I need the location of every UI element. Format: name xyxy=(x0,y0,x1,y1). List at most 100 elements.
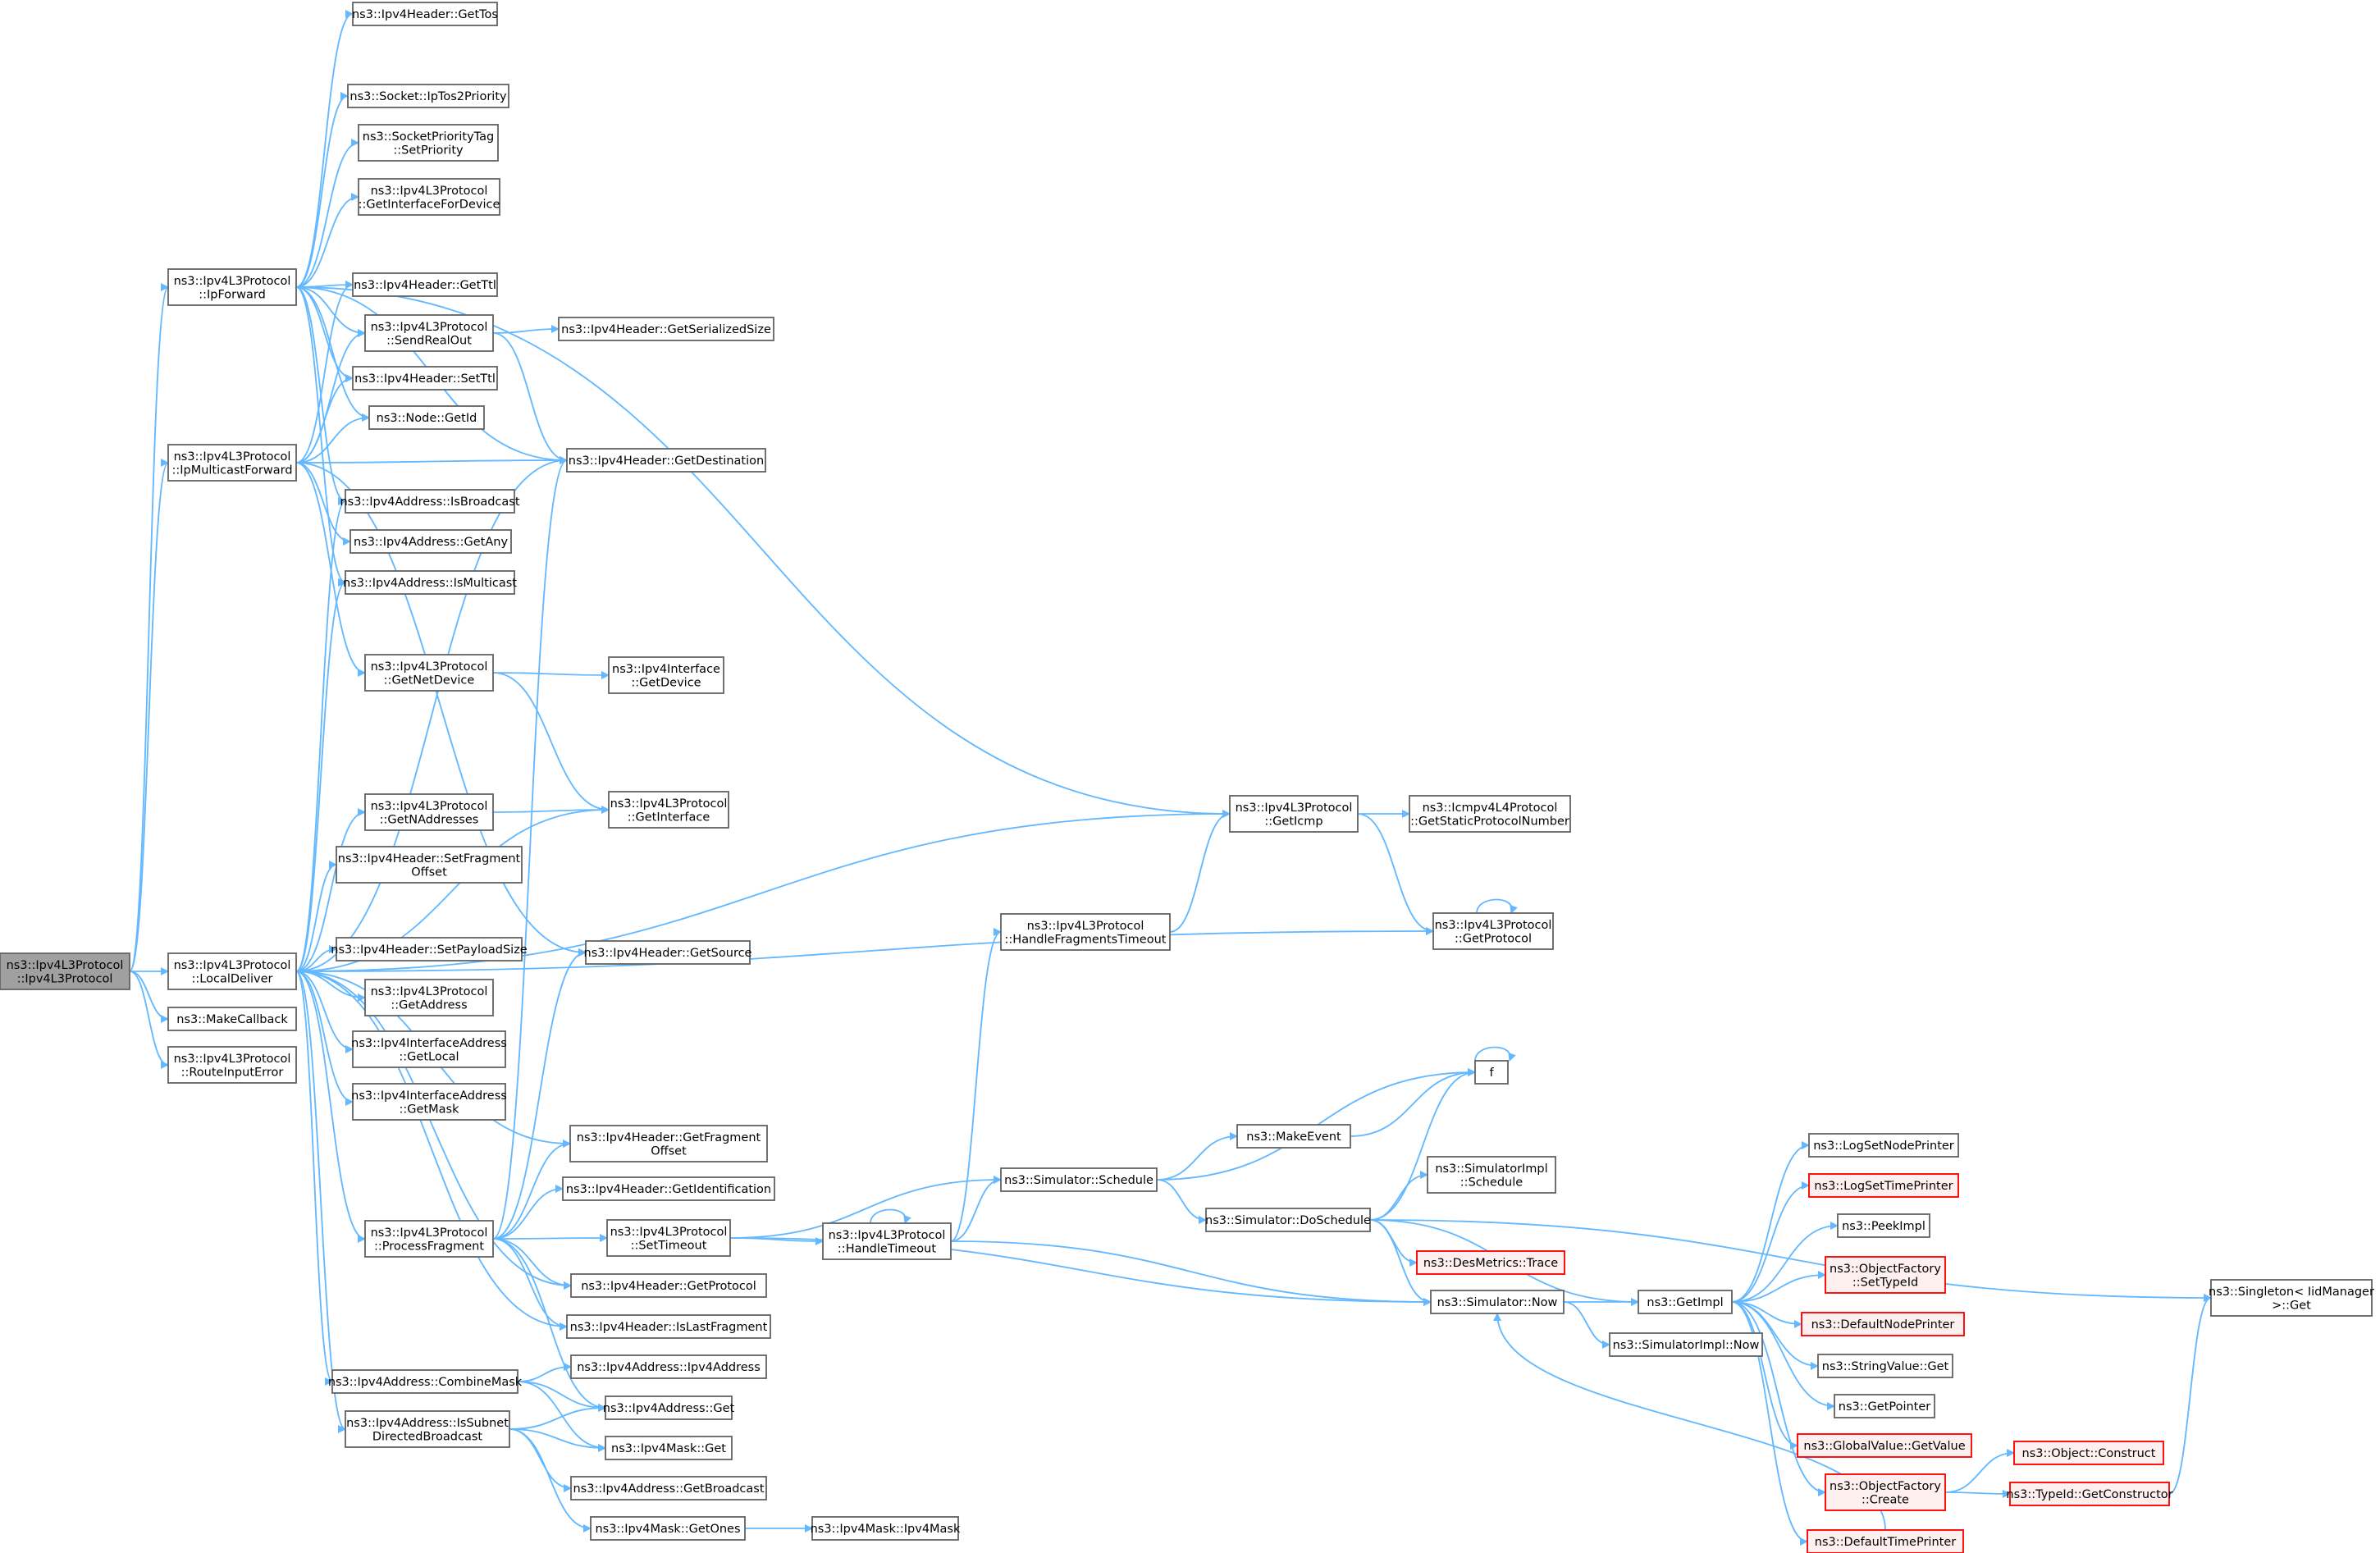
node-label: ns3::Ipv4Header::GetSerializedSize xyxy=(561,323,771,336)
node-getifdev[interactable]: ns3::Ipv4L3Protocol::GetInterfaceForDevi… xyxy=(358,178,500,216)
edge-getimpl-to-logtime xyxy=(1731,1181,1810,1303)
node-logtime[interactable]: ns3::LogSetTimePrinter xyxy=(1808,1173,1959,1198)
edge-localdeliver-to-ismulticast xyxy=(295,578,346,972)
node-root[interactable]: ns3::Ipv4L3Protocol::Ipv4L3Protocol xyxy=(0,952,130,990)
node-getmask[interactable]: ns3::Ipv4InterfaceAddress::GetMask xyxy=(351,1083,507,1121)
node-label: ns3::Ipv4Address::GetBroadcast xyxy=(573,1482,764,1496)
node-getpointer[interactable]: ns3::GetPointer xyxy=(1834,1394,1935,1418)
node-ofcreate[interactable]: ns3::ObjectFactory::Create xyxy=(1825,1473,1946,1511)
edge-sendrealout-to-getdest xyxy=(492,332,568,464)
edge-f-self-loop xyxy=(1474,1046,1516,1062)
node-processfrag[interactable]: ns3::Ipv4L3Protocol::ProcessFragment xyxy=(364,1220,494,1258)
node-deftime[interactable]: ns3::DefaultTimePrinter xyxy=(1807,1529,1964,1553)
node-label: Offset xyxy=(411,866,447,879)
node-getones[interactable]: ns3::Ipv4Mask::GetOnes xyxy=(590,1516,746,1541)
node-box xyxy=(1638,1290,1733,1314)
node-getany[interactable]: ns3::Ipv4Address::GetAny xyxy=(349,529,512,554)
node-box xyxy=(352,1083,506,1121)
node-ismulticast[interactable]: ns3::Ipv4Address::IsMulticast xyxy=(343,570,517,595)
node-getdest[interactable]: ns3::Ipv4Header::GetDestination xyxy=(566,448,766,473)
edge-combinemask-to-ipv4addrctor xyxy=(517,1363,572,1382)
node-nodegetid[interactable]: ns3::Node::GetId xyxy=(368,405,485,430)
node-isbroadcast[interactable]: ns3::Ipv4Address::IsBroadcast xyxy=(340,489,520,514)
node-label: ::GetDevice xyxy=(631,676,701,689)
node-setttl[interactable]: ns3::Ipv4Header::SetTtl xyxy=(352,366,498,391)
node-now[interactable]: ns3::Simulator::Now xyxy=(1430,1290,1565,1314)
node-handlefragto[interactable]: ns3::Ipv4L3Protocol::HandleFragmentsTime… xyxy=(1000,913,1171,951)
node-ifgetdevice[interactable]: ns3::Ipv4Interface::GetDevice xyxy=(608,656,724,694)
node-makeevent[interactable]: ns3::MakeEvent xyxy=(1236,1124,1351,1149)
node-label: ns3::Ipv4Header::GetSource xyxy=(584,947,752,960)
node-routeinputerror[interactable]: ns3::Ipv4L3Protocol::RouteInputError xyxy=(167,1046,297,1084)
node-getimpl[interactable]: ns3::GetImpl xyxy=(1638,1290,1733,1314)
node-ipv4maskget[interactable]: ns3::Ipv4Mask::Get xyxy=(605,1436,733,1460)
node-ipv4addrctor[interactable]: ns3::Ipv4Address::Ipv4Address xyxy=(570,1354,767,1379)
node-getbroadcast[interactable]: ns3::Ipv4Address::GetBroadcast xyxy=(570,1476,767,1500)
edge-layer xyxy=(129,10,2212,1546)
node-lognode[interactable]: ns3::LogSetNodePrinter xyxy=(1808,1133,1959,1158)
node-getident[interactable]: ns3::Ipv4Header::GetIdentification xyxy=(562,1176,775,1201)
node-f[interactable]: f xyxy=(1474,1060,1509,1085)
node-schedule[interactable]: ns3::Simulator::Schedule xyxy=(1000,1167,1158,1192)
edge-root-to-routeinputerror xyxy=(129,971,169,1069)
node-defnode[interactable]: ns3::DefaultNodePrinter xyxy=(1801,1312,1965,1336)
node-getlocal[interactable]: ns3::Ipv4InterfaceAddress::GetLocal xyxy=(351,1030,507,1068)
node-singleton[interactable]: ns3::Singleton< IidManager>::Get xyxy=(2209,1279,2374,1317)
node-label: ::GetNetDevice xyxy=(384,674,475,687)
node-setpriority[interactable]: ns3::SocketPriorityTag::SetPriority xyxy=(358,124,499,162)
node-doschedule[interactable]: ns3::Simulator::DoSchedule xyxy=(1205,1208,1371,1232)
node-getsource[interactable]: ns3::Ipv4Header::GetSource xyxy=(584,940,752,965)
node-getttl[interactable]: ns3::Ipv4Header::GetTtl xyxy=(352,272,498,297)
node-peekimpl[interactable]: ns3::PeekImpl xyxy=(1837,1213,1930,1238)
node-handletimeout[interactable]: ns3::Ipv4L3Protocol::HandleTimeout xyxy=(822,1222,952,1260)
node-setpayload[interactable]: ns3::Ipv4Header::SetPayloadSize xyxy=(331,937,528,961)
node-iptos[interactable]: ns3::Socket::IpTos2Priority xyxy=(347,84,509,108)
node-ipforward[interactable]: ns3::Ipv4L3Protocol::IpForward xyxy=(167,268,297,306)
node-geticmp[interactable]: ns3::Ipv4L3Protocol::GetIcmp xyxy=(1229,795,1359,833)
node-settypeid[interactable]: ns3::ObjectFactory::SetTypeId xyxy=(1825,1256,1946,1294)
node-combinemask[interactable]: ns3::Ipv4Address::CombineMask xyxy=(328,1369,523,1394)
node-makecallback[interactable]: ns3::MakeCallback xyxy=(167,1007,297,1031)
edge-ipmcast-to-setttl xyxy=(295,374,354,464)
node-gettos[interactable]: ns3::Ipv4Header::GetTos xyxy=(352,2,498,26)
node-getnetdevice[interactable]: ns3::Ipv4L3Protocol::GetNetDevice xyxy=(364,654,494,692)
node-issubnet[interactable]: ns3::Ipv4Address::IsSubnetDirectedBroadc… xyxy=(345,1410,510,1448)
node-label: ns3::Ipv4Address::IsSubnet xyxy=(346,1417,509,1430)
node-islastfrag[interactable]: ns3::Ipv4Header::IsLastFragment xyxy=(566,1314,771,1339)
node-getprotocol[interactable]: ns3::Ipv4L3Protocol::GetProtocol xyxy=(1432,912,1554,950)
node-desmetrics[interactable]: ns3::DesMetrics::Trace xyxy=(1416,1250,1565,1275)
node-label: ns3::Ipv4L3Protocol xyxy=(371,800,488,813)
node-getprotocolhdr[interactable]: ns3::Ipv4Header::GetProtocol xyxy=(570,1273,767,1298)
node-label: ns3::Ipv4L3Protocol xyxy=(610,797,728,811)
node-getinterface[interactable]: ns3::Ipv4L3Protocol::GetInterface xyxy=(608,791,729,829)
node-localdeliver[interactable]: ns3::Ipv4L3Protocol::LocalDeliver xyxy=(167,952,297,990)
node-maskctor[interactable]: ns3::Ipv4Mask::Ipv4Mask xyxy=(811,1516,961,1541)
edge-doschedule-to-f xyxy=(1369,1068,1476,1221)
node-sendrealout[interactable]: ns3::Ipv4L3Protocol::SendRealOut xyxy=(364,314,494,352)
node-ipmcast[interactable]: ns3::Ipv4L3Protocol::IpMulticastForward xyxy=(167,444,297,482)
node-getserialized[interactable]: ns3::Ipv4Header::GetSerializedSize xyxy=(558,317,774,341)
node-label: ns3::Node::GetId xyxy=(377,412,477,425)
node-construct[interactable]: ns3::Object::Construct xyxy=(2013,1441,2164,1465)
node-label: ns3::Ipv4L3Protocol xyxy=(371,185,488,198)
edge-getctor-to-singleton xyxy=(2168,1294,2212,1495)
node-implnow[interactable]: ns3::SimulatorImpl::Now xyxy=(1609,1332,1763,1357)
node-label: ns3::Ipv4L3Protocol xyxy=(829,1229,946,1242)
node-settimeout[interactable]: ns3::Ipv4L3Protocol::SetTimeout xyxy=(606,1219,731,1257)
node-globalget[interactable]: ns3::GlobalValue::GetValue xyxy=(1797,1433,1972,1458)
node-label: ns3::Ipv4Mask::GetOnes xyxy=(595,1523,740,1536)
edge-combinemask-to-ipv4maskget xyxy=(517,1381,606,1452)
node-getnaddr[interactable]: ns3::Ipv4L3Protocol::GetNAddresses xyxy=(364,793,494,831)
node-ipv4addrget[interactable]: ns3::Ipv4Address::Get xyxy=(603,1395,735,1420)
node-label: ns3::MakeEvent xyxy=(1246,1130,1341,1144)
node-box xyxy=(352,2,498,26)
node-getstaticproto[interactable]: ns3::Icmpv4L4Protocol::GetStaticProtocol… xyxy=(1409,795,1571,833)
node-box xyxy=(358,124,499,162)
node-implschedule[interactable]: ns3::SimulatorImpl::Schedule xyxy=(1427,1156,1556,1194)
node-getctor[interactable]: ns3::TypeId::GetConstructor xyxy=(2006,1482,2173,1506)
node-box xyxy=(345,570,515,595)
node-getaddress[interactable]: ns3::Ipv4L3Protocol::GetAddress xyxy=(364,979,494,1016)
node-stringget[interactable]: ns3::StringValue::Get xyxy=(1817,1354,1953,1378)
